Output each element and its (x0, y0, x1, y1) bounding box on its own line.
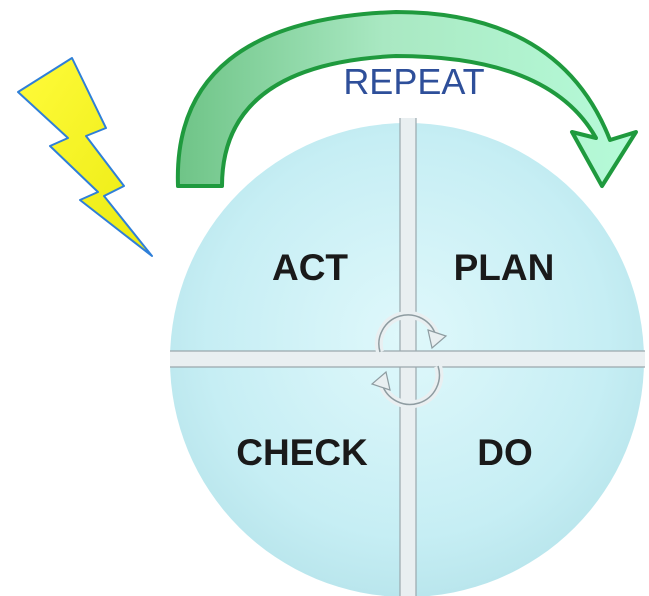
lightning-bolt-icon (17, 57, 153, 257)
cycle-arrows-icon (370, 310, 448, 409)
quadrant-label-do: DO (477, 432, 533, 473)
repeat-label: REPEAT (343, 61, 484, 102)
quadrant-label-plan: PLAN (454, 247, 555, 288)
quadrant-dividers (170, 118, 645, 596)
quadrant-label-act: ACT (272, 247, 348, 288)
curved-arrow-icon (175, 10, 638, 188)
quadrant-label-check: CHECK (236, 432, 368, 473)
